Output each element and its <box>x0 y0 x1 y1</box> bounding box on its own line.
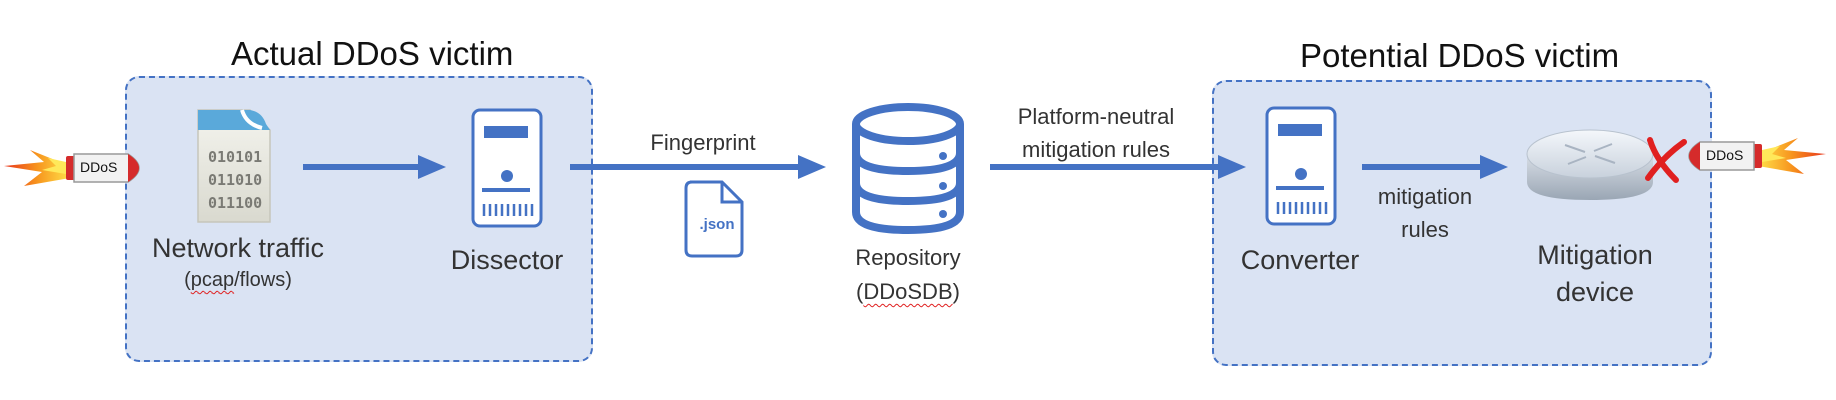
mitigation-rules-line1: mitigation <box>1377 184 1473 209</box>
binary-line: 011100 <box>208 194 263 212</box>
binary-line: 010101 <box>208 148 263 166</box>
left-rocket-label: DDoS <box>80 159 118 175</box>
mitigation-rules-label: mitigation rules <box>1350 180 1500 246</box>
rocket-icon <box>4 150 140 186</box>
mitigation-device-line1: Mitigation <box>1537 240 1653 270</box>
neutral-rules-line1: Platform-neutral <box>1017 104 1175 129</box>
rocket-icon <box>1688 138 1826 174</box>
binary-lines: 010101 011010 011100 <box>208 146 262 215</box>
binary-line: 011010 <box>208 171 263 189</box>
cross-icon <box>1645 137 1687 183</box>
server-icon <box>471 108 543 228</box>
json-icon-text: .json <box>699 216 735 233</box>
mitigation-device-line2: device <box>1555 277 1635 307</box>
actual-victim-title: Actual DDoS victim <box>231 35 514 72</box>
binary-file-icon <box>197 109 271 223</box>
dissector-label: Dissector <box>450 245 564 275</box>
neutral-rules-label: Platform-neutral mitigation rules <box>986 100 1206 166</box>
right-rocket-label: DDoS <box>1706 147 1744 163</box>
mitigation-device-label: Mitigation device <box>1520 237 1670 311</box>
network-traffic-sublabel: (pcap/flows) <box>184 269 292 291</box>
router-icon <box>1526 129 1654 200</box>
repository-label: Repository <box>855 245 961 270</box>
network-traffic-label: Network traffic <box>151 233 325 263</box>
potential-victim-title: Potential DDoS victim <box>1300 37 1620 74</box>
neutral-rules-line2: mitigation rules <box>1022 137 1170 162</box>
server-icon <box>1265 106 1337 226</box>
converter-label: Converter <box>1240 245 1360 275</box>
mitigation-rules-line2: rules <box>1401 217 1449 242</box>
repository-sublabel: (DDoSDB) <box>856 279 960 304</box>
fingerprint-label: Fingerprint <box>650 130 756 155</box>
json-file-icon <box>684 180 744 258</box>
database-icon <box>852 103 964 235</box>
